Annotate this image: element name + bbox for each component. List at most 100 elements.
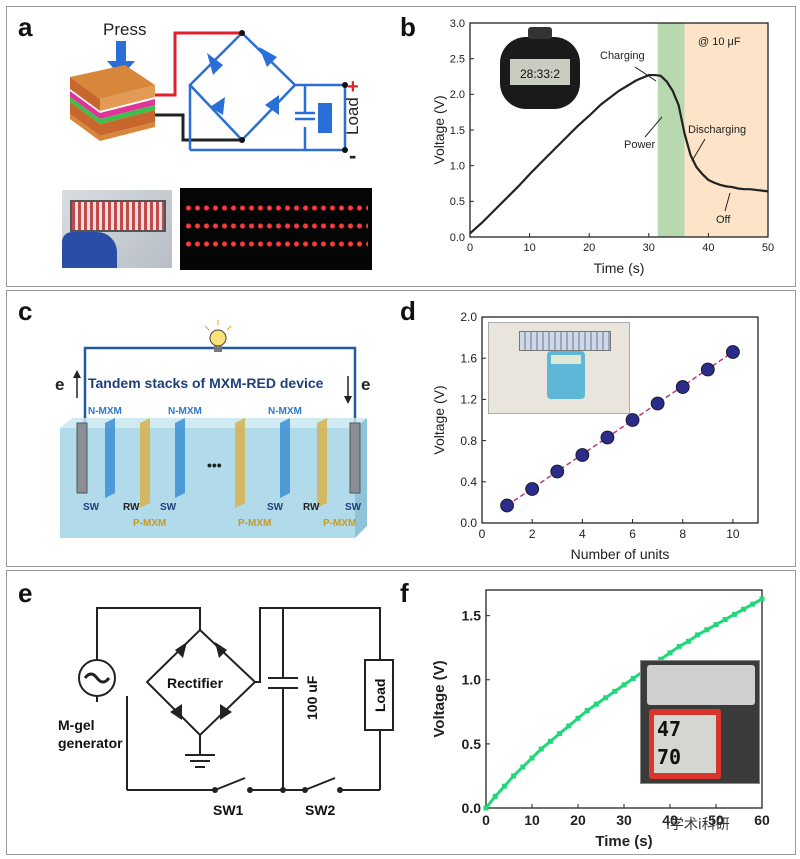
rw-1: RW — [123, 502, 140, 513]
plot-frame — [481, 316, 759, 524]
generator-label-2: generator — [58, 735, 123, 751]
stopwatch-reading: 28:33:2 — [520, 67, 560, 81]
data-marker — [593, 701, 599, 707]
data-marker — [704, 627, 710, 633]
x-axis-label: Time (s) — [594, 260, 645, 276]
discharging-arrow — [691, 138, 706, 162]
y-tick-label: 0.0 — [460, 516, 477, 530]
x-tick-label: 0 — [467, 242, 473, 254]
x-tick-label: 30 — [643, 242, 655, 254]
data-marker — [538, 746, 544, 752]
data-point — [625, 413, 640, 427]
data-marker — [492, 793, 498, 799]
y-tick-label: 1.6 — [460, 351, 477, 365]
data-point — [675, 380, 690, 394]
x-tick-label: 30 — [616, 812, 632, 828]
off-arrow — [724, 192, 731, 212]
led-row-3 — [184, 240, 368, 248]
annotation-charging: Charging — [600, 50, 645, 62]
nmxm-2: N-MXM — [168, 406, 202, 417]
nmxm-3: N-MXM — [268, 406, 302, 417]
data-marker — [676, 643, 682, 649]
data-marker — [731, 611, 737, 617]
pmxm-2: P-MXM — [238, 518, 271, 529]
device-bar — [519, 331, 611, 351]
minus-label: - — [349, 143, 356, 168]
glove — [62, 232, 117, 268]
led-row-1 — [184, 204, 368, 212]
data-marker — [511, 773, 517, 779]
panel-a-photo-leds — [180, 188, 372, 270]
nmxm-1: N-MXM — [88, 406, 122, 417]
data-point — [550, 464, 565, 479]
watermark: i学术i科研 — [666, 817, 730, 833]
tandem-title: Tandem stacks of MXM-RED device — [88, 375, 324, 391]
y-tick-label: 2.0 — [450, 89, 465, 101]
data-marker — [722, 616, 728, 622]
data-marker — [759, 596, 765, 602]
y-tick-label: 0.5 — [450, 196, 465, 208]
y-tick-label: 1.2 — [460, 393, 477, 407]
panel-f-photo-inset: 47 70 — [640, 660, 760, 784]
panel-a-schematic: Press Load + - — [70, 20, 362, 168]
pmxm-3: P-MXM — [323, 518, 356, 529]
x-axis-label: Time (s) — [595, 833, 652, 850]
data-point — [525, 482, 540, 496]
generator-label-1: M-gel — [58, 717, 95, 733]
y-axis-label: Voltage (V) — [431, 95, 447, 164]
sw-2: SW — [160, 502, 177, 513]
x-tick-label: 50 — [708, 812, 724, 828]
data-marker — [520, 764, 526, 770]
display-screen: 47 70 — [654, 715, 716, 773]
press-text: Press — [103, 20, 146, 39]
data-marker — [695, 632, 701, 638]
y-tick-label: 2.5 — [450, 54, 465, 66]
y-tick-label: 0.5 — [462, 736, 482, 752]
sw1-label: SW1 — [213, 802, 244, 818]
data-marker — [741, 606, 747, 612]
x-tick-label: 50 — [762, 242, 774, 254]
load-label-e: Load — [372, 679, 388, 712]
x-tick-label: 10 — [524, 812, 540, 828]
device-strip — [70, 200, 166, 232]
data-marker — [667, 650, 673, 656]
panel-d-photo-inset — [488, 322, 630, 414]
stacked-device-icon — [70, 65, 155, 141]
shaded-region-1 — [684, 23, 768, 237]
data-marker — [575, 715, 581, 721]
y-tick-label: 1.5 — [462, 608, 482, 624]
x-tick-label: 10 — [726, 527, 740, 541]
sw-1: SW — [83, 502, 100, 513]
panel-e-circuit: Rectifier 100 uF Load M-gel generator SW… — [58, 607, 394, 818]
data-marker — [547, 738, 553, 744]
x-tick-label: 40 — [662, 812, 678, 828]
panel-label-f: f — [400, 578, 409, 608]
x-axis-label: Number of units — [571, 546, 670, 562]
fit-line — [506, 351, 734, 507]
data-point — [726, 345, 740, 359]
x-tick-label: 0 — [482, 812, 490, 828]
voltage-series-line — [469, 73, 769, 235]
data-marker — [501, 783, 507, 789]
data-marker — [603, 695, 609, 701]
annotation-cap: @ 10 μF — [698, 36, 741, 48]
x-tick-label: 2 — [529, 527, 536, 541]
thermometer-display: 47 70 — [649, 709, 721, 779]
stopwatch-icon: 28:33:2 — [500, 27, 580, 109]
panel-label-d: d — [400, 296, 416, 326]
annotation-power: Power — [624, 139, 656, 151]
sw2-label: SW2 — [305, 802, 336, 818]
data-marker — [621, 682, 627, 688]
y-axis-label: Voltage (V) — [431, 385, 447, 454]
pmxm-1: P-MXM — [133, 518, 166, 529]
y-tick-label: 1.0 — [450, 161, 465, 173]
y-axis-label: Voltage (V) — [431, 660, 448, 737]
x-tick-label: 6 — [629, 527, 636, 541]
data-point — [575, 448, 590, 462]
led-row-2 — [184, 222, 368, 230]
data-point — [700, 362, 715, 377]
x-tick-label: 60 — [754, 812, 770, 828]
y-tick-label: 0.0 — [450, 232, 465, 244]
